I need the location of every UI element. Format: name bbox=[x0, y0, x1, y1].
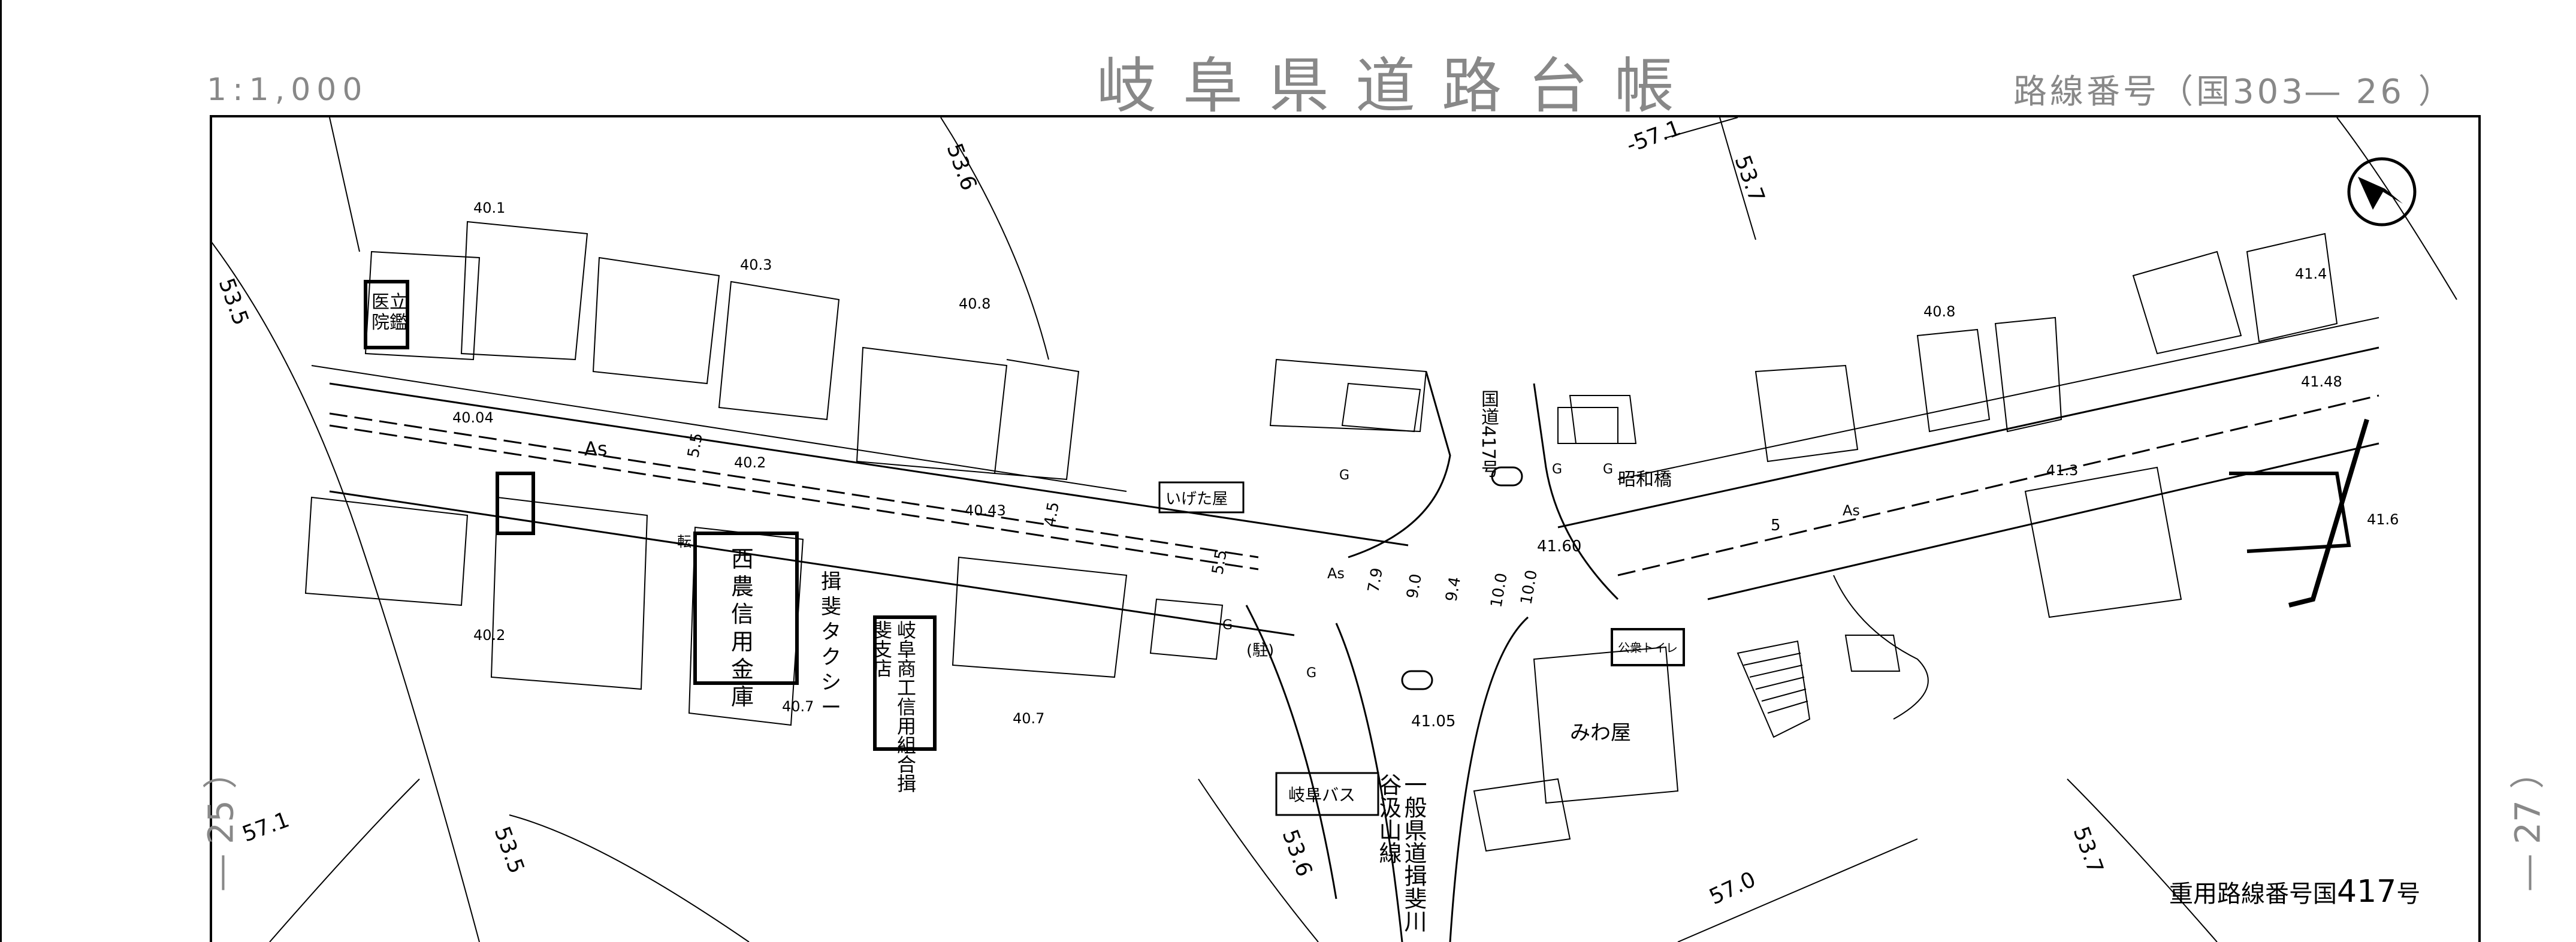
elevation: 40.7 bbox=[782, 698, 814, 715]
igetaya-box bbox=[1158, 481, 1245, 514]
contour-label: 53.7 bbox=[1730, 152, 1769, 206]
pavement-label: As bbox=[1327, 565, 1345, 582]
bank-buildings bbox=[364, 280, 2369, 751]
sheet-edge bbox=[0, 0, 2, 942]
pavement-label: As bbox=[584, 437, 608, 460]
gas-symbol: G bbox=[1552, 462, 1562, 477]
gas-symbol: G bbox=[1306, 666, 1316, 681]
elevation: 41.3 bbox=[2046, 462, 2078, 479]
elevation: 40.2 bbox=[734, 454, 766, 471]
public-toilet-label: 公衆トイレ bbox=[1618, 641, 1678, 655]
prefectural-road-label: 一般県道揖斐川谷汲山線 bbox=[1375, 773, 1427, 932]
taxi-label: 揖斐タクシー bbox=[821, 570, 841, 720]
contour-label: 57.0 bbox=[1705, 867, 1759, 910]
route-417-label: 国道417号 bbox=[1478, 390, 1499, 478]
elevation: 40.8 bbox=[1923, 303, 1955, 320]
elevation: 41.6 bbox=[2367, 511, 2399, 528]
contour-label: 57.1 bbox=[239, 808, 292, 847]
footer-suffix: 号 bbox=[2396, 880, 2421, 908]
elevation: 40.8 bbox=[959, 295, 990, 312]
contour-label: 53.6 bbox=[1278, 826, 1317, 880]
elevation: 40.1 bbox=[473, 200, 505, 216]
contour-label: -57.1 bbox=[1623, 116, 1684, 158]
map-frame bbox=[210, 115, 2481, 942]
buildings-west bbox=[304, 221, 1427, 726]
credit-union-label: 岐阜商工信用組合揖斐支店 bbox=[870, 620, 917, 793]
elevation: 40.7 bbox=[1013, 710, 1044, 727]
gifu-bus-label: 岐阜バス bbox=[1288, 785, 1356, 805]
road-width: 9.0 bbox=[1403, 572, 1426, 600]
page-title: 岐阜県道路台帳 bbox=[1097, 51, 1701, 121]
contour-label: 53.6 bbox=[942, 140, 982, 194]
road-width: 9.4 bbox=[1442, 575, 1464, 603]
road-west bbox=[311, 365, 1409, 636]
stairs bbox=[1737, 640, 1811, 738]
north-arrow-icon bbox=[2347, 157, 2417, 227]
bridge-oval bbox=[1491, 466, 1523, 487]
elevation: 40.04 bbox=[452, 409, 494, 426]
footer-number: 417 bbox=[2337, 874, 2397, 910]
elevation: 40.2 bbox=[473, 627, 505, 644]
elevation: 40.3 bbox=[740, 256, 772, 273]
contour-label: 53.5 bbox=[214, 275, 253, 328]
footer-prefix: 重用路線番号国 bbox=[2169, 880, 2337, 908]
elevation: 41.05 bbox=[1411, 712, 1455, 730]
pavement-label: As bbox=[1843, 502, 1860, 519]
showa-bridge-label: 昭和橋 bbox=[1618, 469, 1672, 490]
footer-route: 重用路線番号国417号 bbox=[2169, 874, 2420, 910]
miwaya-label: みわ屋 bbox=[1570, 721, 1631, 745]
road-width: 5.5 bbox=[1209, 548, 1231, 576]
marker-label: 転 bbox=[677, 533, 691, 550]
route-417 bbox=[1245, 371, 1619, 942]
buildings-east bbox=[1473, 233, 2338, 852]
contour-label: 53.7 bbox=[2068, 823, 2108, 877]
elevation: 40.43 bbox=[965, 502, 1006, 519]
contour-lines bbox=[212, 117, 2457, 942]
road-width: 10.0 bbox=[1517, 569, 1541, 606]
parking-label: (駐) bbox=[1246, 642, 1275, 660]
elevation: 41.60 bbox=[1537, 538, 1581, 555]
gas-symbol: G bbox=[1222, 618, 1233, 633]
gas-symbol: G bbox=[1339, 468, 1349, 483]
elevation: 41.48 bbox=[2301, 373, 2342, 390]
gas-symbol: G bbox=[1603, 462, 1613, 477]
road-width: 5.5 bbox=[684, 431, 706, 459]
clinic-label: 医立院鑑 bbox=[372, 292, 407, 333]
bridge-oval-2 bbox=[1401, 670, 1433, 690]
contour-label: 53.5 bbox=[490, 823, 529, 877]
elevation: 41.4 bbox=[2295, 265, 2327, 282]
igetaya-label: いげた屋 bbox=[1165, 490, 1228, 508]
road-width: 4.5 bbox=[1041, 500, 1063, 528]
road-east bbox=[1557, 317, 2379, 600]
bus-stop-box bbox=[1275, 772, 1379, 816]
scale-label: 1:1,000 bbox=[207, 72, 369, 108]
road-width: 10.0 bbox=[1487, 572, 1511, 609]
route-number: 路線番号（国303― 26 ） bbox=[2013, 73, 2455, 111]
road-width: 7.9 bbox=[1364, 566, 1387, 594]
bank-label: 西農信用金庫 bbox=[731, 546, 754, 710]
road-width: 5 bbox=[1771, 517, 1781, 535]
